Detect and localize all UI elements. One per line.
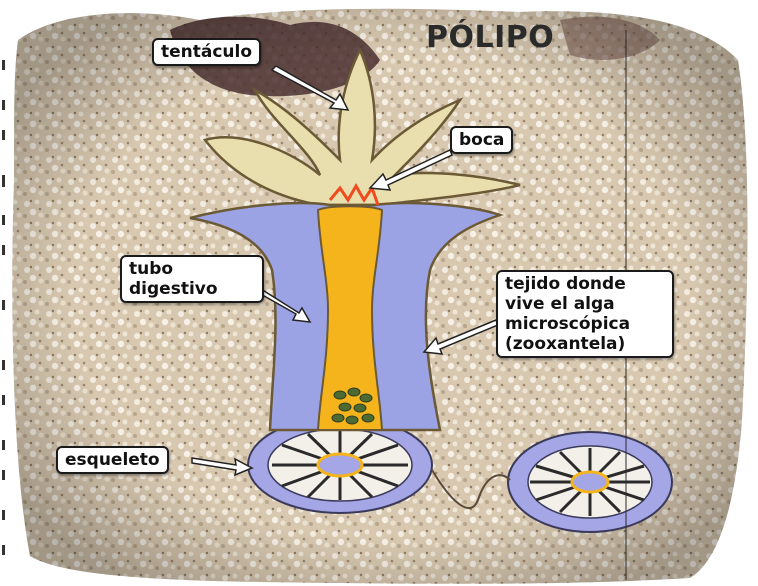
label-tejido-line1: tejido donde [505, 274, 665, 294]
label-boca: boca [450, 126, 513, 154]
label-tentaculo: tentáculo [152, 38, 261, 66]
label-esqueleto: esqueleto [56, 446, 169, 474]
skeleton-left [248, 417, 432, 513]
label-tubo-line2: digestivo [129, 279, 255, 299]
label-tejido-line4: (zooxantela) [505, 334, 665, 354]
label-tubo-line1: tubo [129, 259, 255, 279]
skeleton-right [508, 432, 672, 532]
diagram-title: PÓLIPO [426, 20, 554, 55]
label-tejido: tejido donde vive el alga microscópica (… [496, 270, 674, 358]
left-edge-fragments [2, 60, 5, 555]
label-tejido-line3: microscópica [505, 314, 665, 334]
label-tejido-line2: vive el alga [505, 294, 665, 314]
label-tubo-digestivo: tubo digestivo [120, 255, 264, 303]
